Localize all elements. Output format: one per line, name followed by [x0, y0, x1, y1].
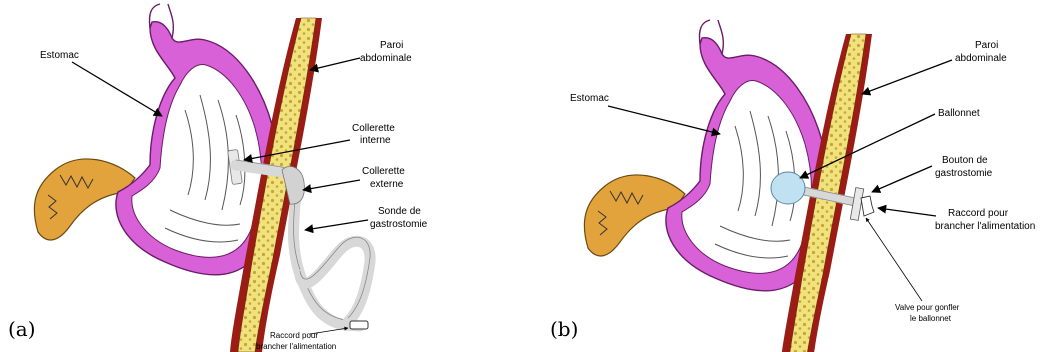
label-paroi-b-line2: abdominale — [955, 53, 1007, 64]
label-collerette-externe-line1: Collerette — [362, 166, 405, 177]
label-ballonnet: Ballonnet — [938, 108, 980, 119]
feeding-connector — [350, 321, 368, 329]
label-raccord-a-line1: Raccord pour — [270, 331, 318, 340]
label-valve-line1: Valve pour gonfler — [895, 303, 960, 312]
label-raccord-b-line2: brancher l'alimentation — [935, 221, 1035, 232]
label-collerette-interne-line1: Collerette — [352, 123, 395, 134]
panel-b-tag: (b) — [550, 317, 578, 341]
label-raccord-a-line2: brancher l'alimentation — [256, 342, 336, 351]
label-paroi-line2: abdominale — [360, 53, 412, 64]
label-paroi-b-line1: Paroi — [975, 40, 998, 51]
balloon — [771, 172, 805, 204]
label-estomac: Estomac — [40, 50, 79, 61]
feeding-connector-b — [861, 196, 874, 216]
label-raccord-b-line1: Raccord pour — [948, 208, 1009, 219]
label-paroi-line1: Paroi — [380, 40, 403, 51]
panel-b: Estomac Paroi abdominale Ballonnet Bouto… — [550, 20, 1035, 352]
label-bouton-line2: gastrostomie — [935, 168, 993, 179]
label-collerette-externe-line2: externe — [370, 179, 404, 190]
panel-a: Estomac Paroi abdominale Collerette inte… — [8, 4, 428, 352]
label-sonde-line2: gastrostomie — [370, 219, 428, 230]
label-sonde-line1: Sonde de — [378, 206, 421, 217]
label-estomac-b: Estomac — [570, 93, 609, 104]
label-valve-line2: le ballonnet — [910, 314, 952, 323]
panel-a-tag: (a) — [8, 317, 36, 341]
label-bouton-line1: Bouton de — [942, 155, 988, 166]
label-collerette-interne-line2: interne — [360, 135, 391, 146]
